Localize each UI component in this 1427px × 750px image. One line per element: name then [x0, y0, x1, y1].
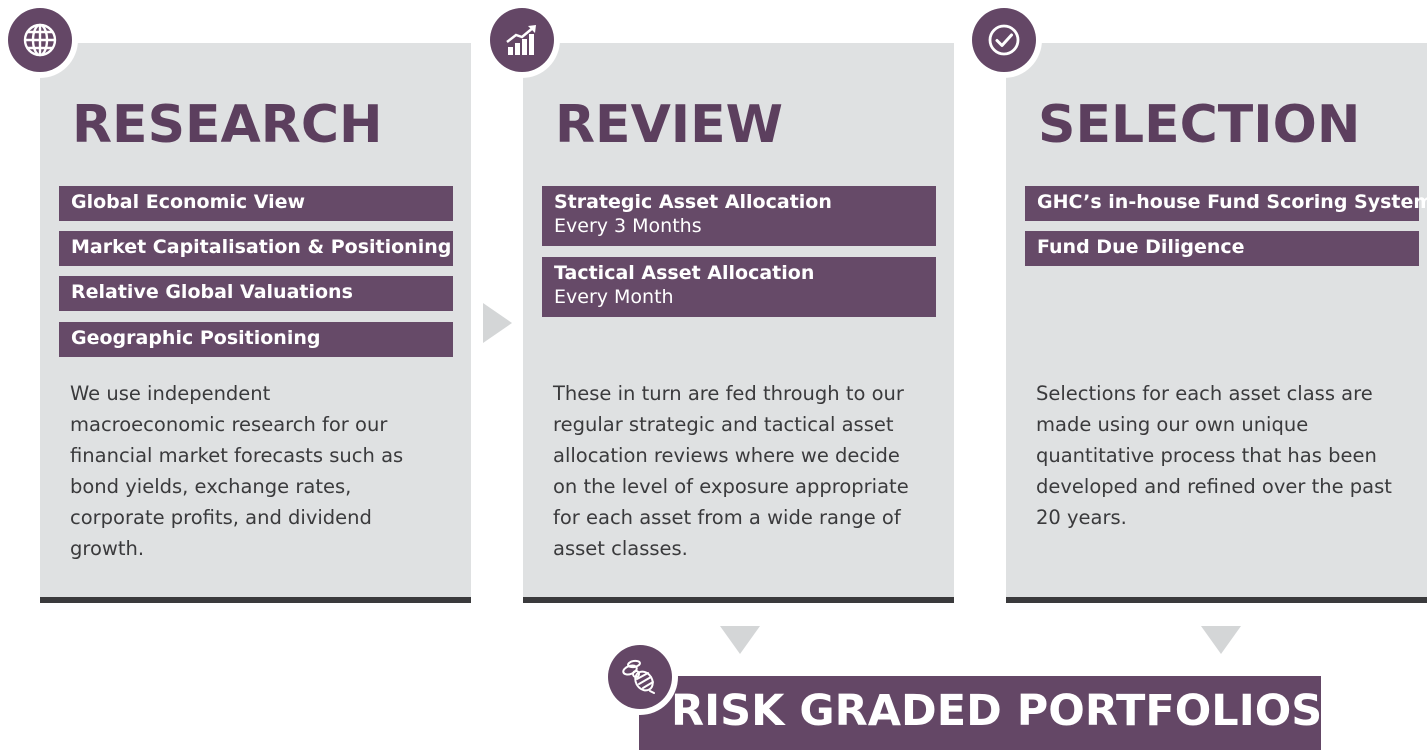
risk-graded-portfolios-banner: RISK GRADED PORTFOLIOS — [639, 676, 1323, 750]
review-title: REVIEW — [555, 95, 784, 155]
review-description: These in turn are fed through to our reg… — [553, 382, 909, 560]
flow-arrow-down-selection — [1201, 626, 1241, 654]
portfolios-badge — [602, 639, 678, 715]
flow-arrow-right — [483, 303, 512, 343]
research-item-geographic-positioning: Geographic Positioning — [59, 322, 453, 357]
review-item-tactical-allocation: Tactical Asset Allocation Every Month — [542, 257, 936, 317]
research-description: We use independent macroeconomic researc… — [70, 382, 404, 560]
research-item-global-economic-view: Global Economic View — [59, 186, 453, 221]
research-badge — [2, 2, 78, 78]
selection-card: SELECTION GHC’s in-house Fund Scoring Sy… — [1006, 43, 1427, 603]
selection-title: SELECTION — [1038, 95, 1361, 155]
selection-description: Selections for each asset class are made… — [1036, 382, 1392, 529]
research-title: RESEARCH — [72, 95, 383, 155]
review-badge — [484, 2, 560, 78]
research-card: RESEARCH Global Economic View Market Cap… — [40, 43, 471, 603]
selection-badge — [966, 2, 1042, 78]
growth-chart-icon — [506, 25, 536, 55]
selection-item-fund-scoring: GHC’s in-house Fund Scoring System — [1025, 186, 1427, 221]
research-item-relative-valuations: Relative Global Valuations — [59, 276, 453, 311]
risk-graded-portfolios-title: RISK GRADED PORTFOLIOS — [671, 686, 1323, 736]
review-card: REVIEW Strategic Asset Allocation Every … — [523, 43, 954, 603]
selection-item-due-diligence: Fund Due Diligence — [1025, 231, 1419, 266]
check-circle-icon — [988, 24, 1020, 56]
bee-icon — [622, 659, 655, 694]
research-item-market-capitalisation: Market Capitalisation & Positioning — [59, 231, 453, 266]
review-item-strategic-allocation: Strategic Asset Allocation Every 3 Month… — [542, 186, 936, 246]
flow-arrow-down-review — [720, 626, 760, 654]
globe-icon — [23, 23, 57, 57]
